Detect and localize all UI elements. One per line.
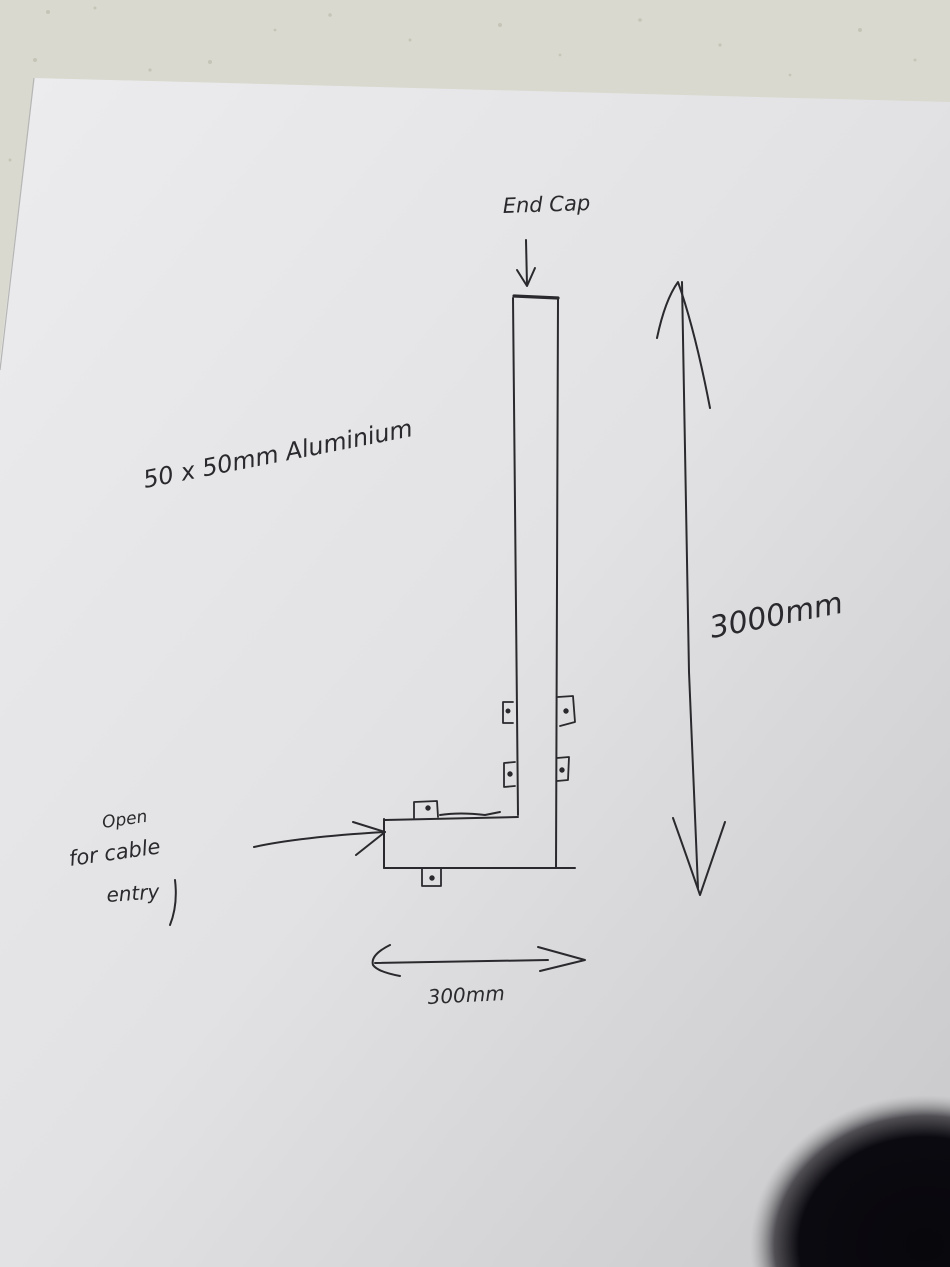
end-cap: [512, 294, 560, 300]
opening-note-line3: entry: [106, 879, 162, 907]
width-dimension-label: 300mm: [427, 981, 505, 1009]
mounting-brackets: [413, 695, 576, 887]
bracket-left-lower: [503, 761, 516, 788]
width-dimension-arrow-icon: [371, 944, 586, 977]
vertical-post: [512, 297, 559, 869]
end-cap-label: End Cap: [502, 191, 590, 218]
bracket-right-lower: [556, 756, 570, 782]
horizontal-base-arm: [383, 811, 576, 869]
opening-note-tail: [169, 879, 177, 926]
height-dimension-arrow-icon: [656, 281, 726, 896]
bracket-right-upper: [557, 695, 576, 727]
bracket-left-upper: [502, 701, 514, 724]
opening-arrow-icon: [253, 821, 386, 856]
table-speckles: [8, 6, 917, 232]
camera-finger-shadow: [750, 1095, 950, 1267]
bracket-bottom-arm: [421, 868, 442, 887]
bracket-top-arm: [413, 800, 439, 819]
paper-left-edge: [0, 77, 35, 371]
paper-sheet: [0, 78, 950, 1267]
end-cap-arrow-icon: [516, 239, 536, 287]
